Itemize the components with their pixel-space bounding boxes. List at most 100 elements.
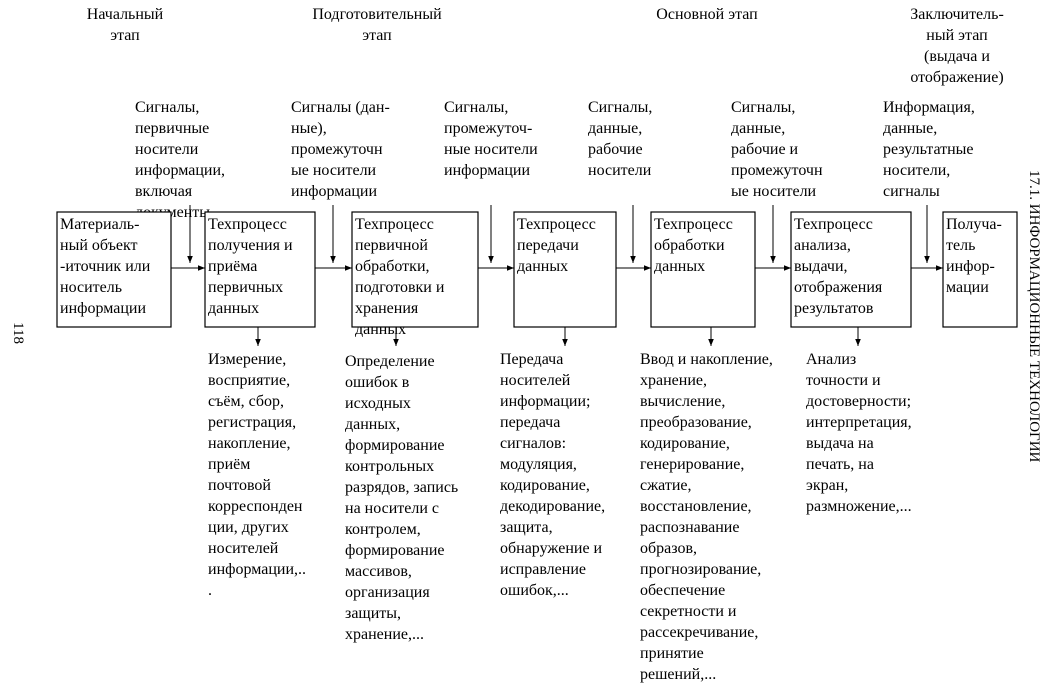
output-description-line: печать, на <box>806 456 874 473</box>
output-description-line: вычисление, <box>640 393 725 410</box>
input-description-line: включая <box>135 183 193 200</box>
output-description-line: модуляция, <box>500 456 577 473</box>
process-box-frame <box>942 211 1018 328</box>
output-description-line: точности и <box>806 372 881 389</box>
output-description-line: кодирование, <box>500 477 590 494</box>
process-box-label-line: Техпроцесс <box>794 216 873 233</box>
output-description-line: сжатие, <box>640 477 692 494</box>
process-box-label-line: обработки <box>654 237 725 254</box>
output-description-line: контролем, <box>345 521 421 538</box>
output-description-line: выдача на <box>806 435 874 452</box>
process-box-label-line: -иточник или <box>60 258 151 275</box>
process-box-frame <box>204 211 316 328</box>
output-description-line: защиты, <box>345 605 401 622</box>
output-description-line: достоверности; <box>806 393 911 410</box>
stage-header: Основной этап <box>656 6 758 23</box>
connectors <box>171 205 943 346</box>
input-description-line: Сигналы, <box>588 99 652 116</box>
output-description-line: восприятие, <box>208 372 290 389</box>
stage-header-line: Основной этап <box>656 6 758 23</box>
output-description-line: Определение <box>345 353 435 370</box>
process-box-label-line: Техпроцесс <box>208 216 287 233</box>
output-description-line: ошибок,... <box>500 582 569 599</box>
input-description-line: ые носители <box>291 162 377 179</box>
process-box-label-line: мации <box>946 279 989 296</box>
input-description-line: Сигналы (дан- <box>291 99 390 116</box>
output-description-line: образов, <box>640 540 697 557</box>
output-description-line: Измерение, <box>208 351 286 368</box>
process-box-label-line: данных <box>654 258 705 275</box>
input-description-line: носители <box>135 141 199 158</box>
input-description-line: ые носители <box>731 183 817 200</box>
input-description-line: ные), <box>291 120 327 137</box>
process-box-label-line: Техпроцесс <box>517 216 596 233</box>
process-box-label-line: отображения <box>794 279 883 296</box>
output-description-line: на носители с <box>345 500 439 517</box>
output-description-line: организация <box>345 584 430 601</box>
stage-header-line: Заключитель- <box>910 6 1004 23</box>
process-box-label-line: Получа- <box>946 216 1002 233</box>
process-box-label-line: первичной <box>355 237 428 254</box>
input-description-line: информации <box>444 162 530 179</box>
process-box-label-line: обработки, <box>355 258 430 275</box>
output-description-line: ошибок в <box>345 374 410 391</box>
input-description-line: носители <box>588 162 652 179</box>
process-box-label-line: хранения <box>355 300 419 317</box>
output-description: Измерение,восприятие,съём, сбор,регистра… <box>208 351 306 599</box>
output-description-line: размножение,... <box>806 498 912 515</box>
process-box-label-line: данных <box>208 300 259 317</box>
input-description-line: Информация, <box>883 99 975 116</box>
input-description-line: результатные <box>883 141 974 158</box>
output-description-line: Ввод и накопление, <box>640 351 773 368</box>
output-description-line: корреспонден <box>208 498 303 515</box>
process-box-label-line: подготовки и <box>355 279 445 296</box>
input-description-line: Сигналы, <box>731 99 795 116</box>
process-box-label-line: инфор- <box>946 258 995 275</box>
process-box-label-line: информации <box>60 300 146 317</box>
stage-header-line: ный этап <box>926 27 988 44</box>
process-box-frame <box>56 211 172 328</box>
input-description-line: данные, <box>731 120 785 137</box>
output-description-line: защита, <box>500 519 553 536</box>
running-header: 17.1. ИНФОРМАЦИОННЫЕ ТЕХНОЛОГИИ <box>1026 170 1042 463</box>
process-box-frame <box>351 211 479 328</box>
process-box-label-line: получения и <box>208 237 293 254</box>
process-box-frame <box>790 211 912 328</box>
input-description-line: рабочие и <box>731 141 799 158</box>
output-description-line: передача <box>500 414 560 431</box>
output-description-line: информации; <box>500 393 591 410</box>
process-box-label-line: ный объект <box>60 237 138 254</box>
output-description-line: приём <box>208 456 250 473</box>
output-description-line: носителей <box>500 372 571 389</box>
output-description-line: исходных <box>345 395 411 412</box>
output-description-line: съём, сбор, <box>208 393 284 410</box>
output-description-line: Анализ <box>806 351 856 368</box>
output-description: Ввод и накопление,хранение,вычисление,пр… <box>640 351 773 683</box>
input-description-line: первичные <box>135 120 209 137</box>
output-description-line: декодирование, <box>500 498 605 515</box>
process-box-frame <box>650 211 756 328</box>
stage-header-line: отображение) <box>910 69 1003 86</box>
stage-header-line: Подготовительный <box>312 6 442 23</box>
page-number: 118 <box>10 322 26 344</box>
